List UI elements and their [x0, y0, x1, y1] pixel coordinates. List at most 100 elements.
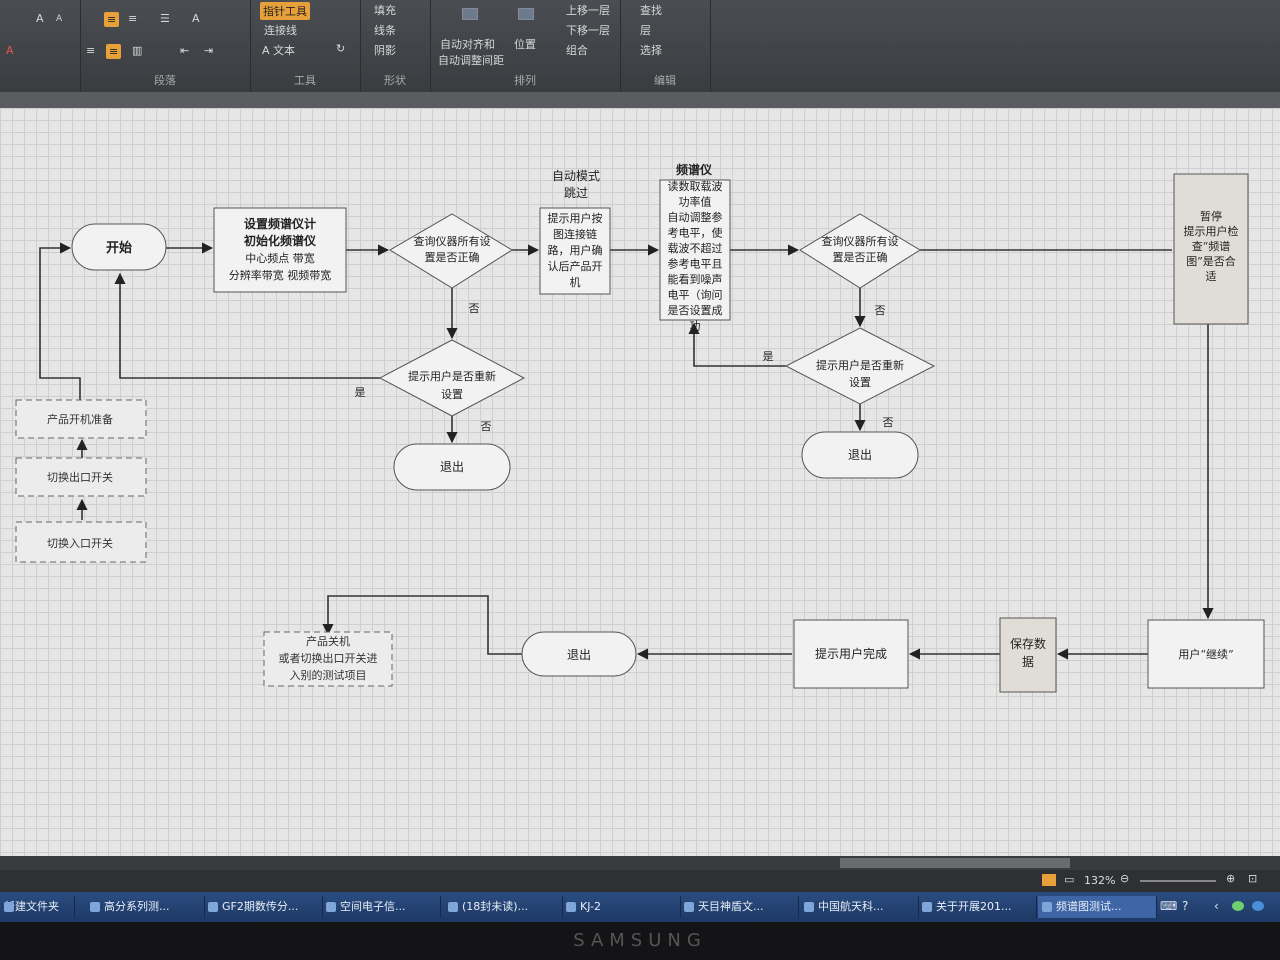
check2-line2: 置是否正确 [833, 251, 888, 264]
help-icon[interactable]: ? [1182, 899, 1189, 913]
shadow-button[interactable]: 阴影 [374, 44, 396, 57]
align-center-button[interactable]: ≡ [104, 12, 120, 27]
auto-align-button-line2[interactable]: 自动调整间距 [438, 54, 504, 67]
drawing-canvas[interactable]: 开始 设置频谱仪计 初始化频谱仪 中心频点 带宽 分辨率带宽 视频带宽 查询仪器… [0, 108, 1280, 856]
pause-process-box [1173, 173, 1249, 325]
check1-line2: 置是否正确 [425, 251, 480, 264]
setup-title-2: 初始化频谱仪 [244, 233, 317, 248]
exit3-label: 退出 [567, 648, 591, 662]
spectrum-body-text: 读数取载波功率值自动调整参考电平，使载波不超过参考电平且能看到噪声电平（询问是否… [668, 179, 723, 333]
yes-label-1: 是 [355, 386, 366, 399]
no-label-1: 否 [469, 302, 480, 315]
indent-button[interactable]: ⇤ [180, 44, 190, 57]
prompt-connect-box [539, 207, 611, 295]
full-screen-icon[interactable]: ▭ [1064, 873, 1075, 886]
align-left-button[interactable]: ≡ [86, 44, 96, 57]
prep-switch-in: 切换入口开关 [47, 536, 113, 550]
zoom-out-icon[interactable]: ⊖ [1120, 872, 1130, 885]
connector-button[interactable]: 连接线 [264, 24, 297, 37]
position-button[interactable]: 位置 [514, 38, 536, 51]
spectrum-body-line: 功率值 [679, 195, 712, 209]
check2-line1: 查询仪器所有设 [822, 234, 899, 248]
taskbar-item-2[interactable]: GF2期数传分... [204, 896, 323, 918]
notify-done-label: 提示用户完成 [815, 646, 887, 661]
paragraph-group-label: 段落 [154, 74, 176, 87]
exit2-label: 退出 [848, 448, 872, 462]
line-button[interactable]: 线条 [374, 24, 396, 37]
prep-switch-out: 切换出口开关 [47, 470, 113, 484]
fit-page-icon[interactable]: ⊡ [1248, 872, 1258, 885]
prompt-connect-line: 路，用户确 [548, 243, 603, 257]
check1-line1: 查询仪器所有设 [414, 234, 491, 248]
fill-button[interactable]: 填充 [374, 4, 396, 17]
select-button[interactable]: 选择 [640, 44, 662, 57]
rotate-icon[interactable]: ↻ [336, 42, 346, 55]
taskbar-item-6[interactable]: 天目神盾文... [680, 896, 799, 918]
font-shrink-button[interactable]: A [56, 14, 63, 24]
keyboard-icon[interactable]: ⌨ [1160, 899, 1178, 913]
tray-app-icon[interactable] [1252, 901, 1264, 911]
start-terminator [71, 223, 167, 271]
style-a-button[interactable]: A [192, 12, 200, 25]
prompt-connect-line: 认后产品开 [548, 259, 603, 273]
spectrum-body-line: 功 [690, 320, 701, 333]
no-label-4: 否 [883, 416, 894, 429]
start-label: 开始 [106, 240, 132, 256]
tray-expand-icon[interactable]: ‹ [1214, 899, 1219, 913]
setup-line-4: 分辨率带宽 视频带宽 [229, 268, 332, 282]
page-view-icon[interactable] [1042, 874, 1056, 886]
taskbar-item-3[interactable]: 空间电子信... [322, 896, 441, 918]
justify-button[interactable]: ≡ [106, 44, 122, 59]
group-button[interactable]: 组合 [566, 44, 588, 57]
exit-terminator-2 [801, 431, 919, 479]
columns-button[interactable]: ▥ [132, 44, 143, 57]
taskbar-item-8[interactable]: 关于开展201... [918, 896, 1037, 918]
outdent-button[interactable]: ⇥ [204, 44, 214, 57]
find-button[interactable]: 查找 [640, 4, 662, 17]
pointer-tool-button[interactable]: 指针工具 [260, 2, 310, 20]
setup-process-box [213, 207, 347, 293]
spectrum-process-box [659, 179, 731, 321]
connectors [39, 242, 1214, 660]
arrange-group-label: 排列 [514, 74, 536, 87]
end-dashed-box [263, 631, 393, 687]
zoom-in-icon[interactable]: ⊕ [1226, 872, 1236, 885]
layer-button[interactable]: 层 [640, 24, 651, 37]
zoom-slider[interactable] [1140, 880, 1216, 882]
network-icon[interactable] [1232, 901, 1244, 911]
taskbar-item-1[interactable]: 高分系列测... [86, 896, 205, 918]
auto-align-button-line1[interactable]: 自动对齐和 [440, 38, 495, 51]
exit-terminator-3 [521, 631, 637, 677]
end-line3: 入别的测试项目 [290, 668, 367, 682]
exit1-label: 退出 [440, 460, 464, 474]
text-tool-button[interactable]: A 文本 [262, 44, 296, 57]
bring-forward-button[interactable]: 上移一层 [566, 4, 610, 17]
font-grow-button[interactable]: A [36, 12, 44, 25]
taskbar-item-4[interactable]: (18封未读)... [444, 896, 563, 918]
prompt-connect-line: 图连接链 [553, 227, 597, 241]
exit-terminator-1 [393, 443, 511, 491]
monitor-brand-logo: SAMSUNG [573, 930, 707, 951]
pause-line: 查“频谱 [1192, 239, 1231, 253]
horizontal-scrollbar[interactable] [0, 856, 1280, 870]
taskbar-item-0[interactable]: 新建文件夹 [0, 896, 75, 918]
status-bar: ▭ 132% ⊖ ⊕ ⊡ [0, 870, 1280, 892]
taskbar-item-9[interactable]: 频谱图测试... [1038, 896, 1157, 918]
align-right-button[interactable]: ≡ [128, 12, 138, 25]
taskbar-item-5[interactable]: KJ-2 [562, 896, 681, 918]
taskbar-item-7[interactable]: 中国航天科... [800, 896, 919, 918]
spectrum-body-line: 参考电平且 [668, 257, 723, 271]
zoom-level[interactable]: 132% [1084, 874, 1116, 887]
reset-decision-2 [784, 327, 936, 405]
spectrum-title: 频谱仪 [676, 162, 713, 177]
save-data-line2: 据 [1022, 655, 1034, 669]
user-continue-box [1147, 619, 1265, 689]
pause-line: 图”是否合 [1186, 254, 1236, 268]
scrollbar-thumb[interactable] [840, 858, 1070, 868]
prep-power-on: 产品开机准备 [47, 412, 113, 426]
list-button[interactable]: ☰ [160, 12, 170, 25]
send-backward-button[interactable]: 下移一层 [566, 24, 610, 37]
auto-align-icon [462, 8, 478, 20]
font-color-button[interactable]: A [6, 44, 14, 57]
